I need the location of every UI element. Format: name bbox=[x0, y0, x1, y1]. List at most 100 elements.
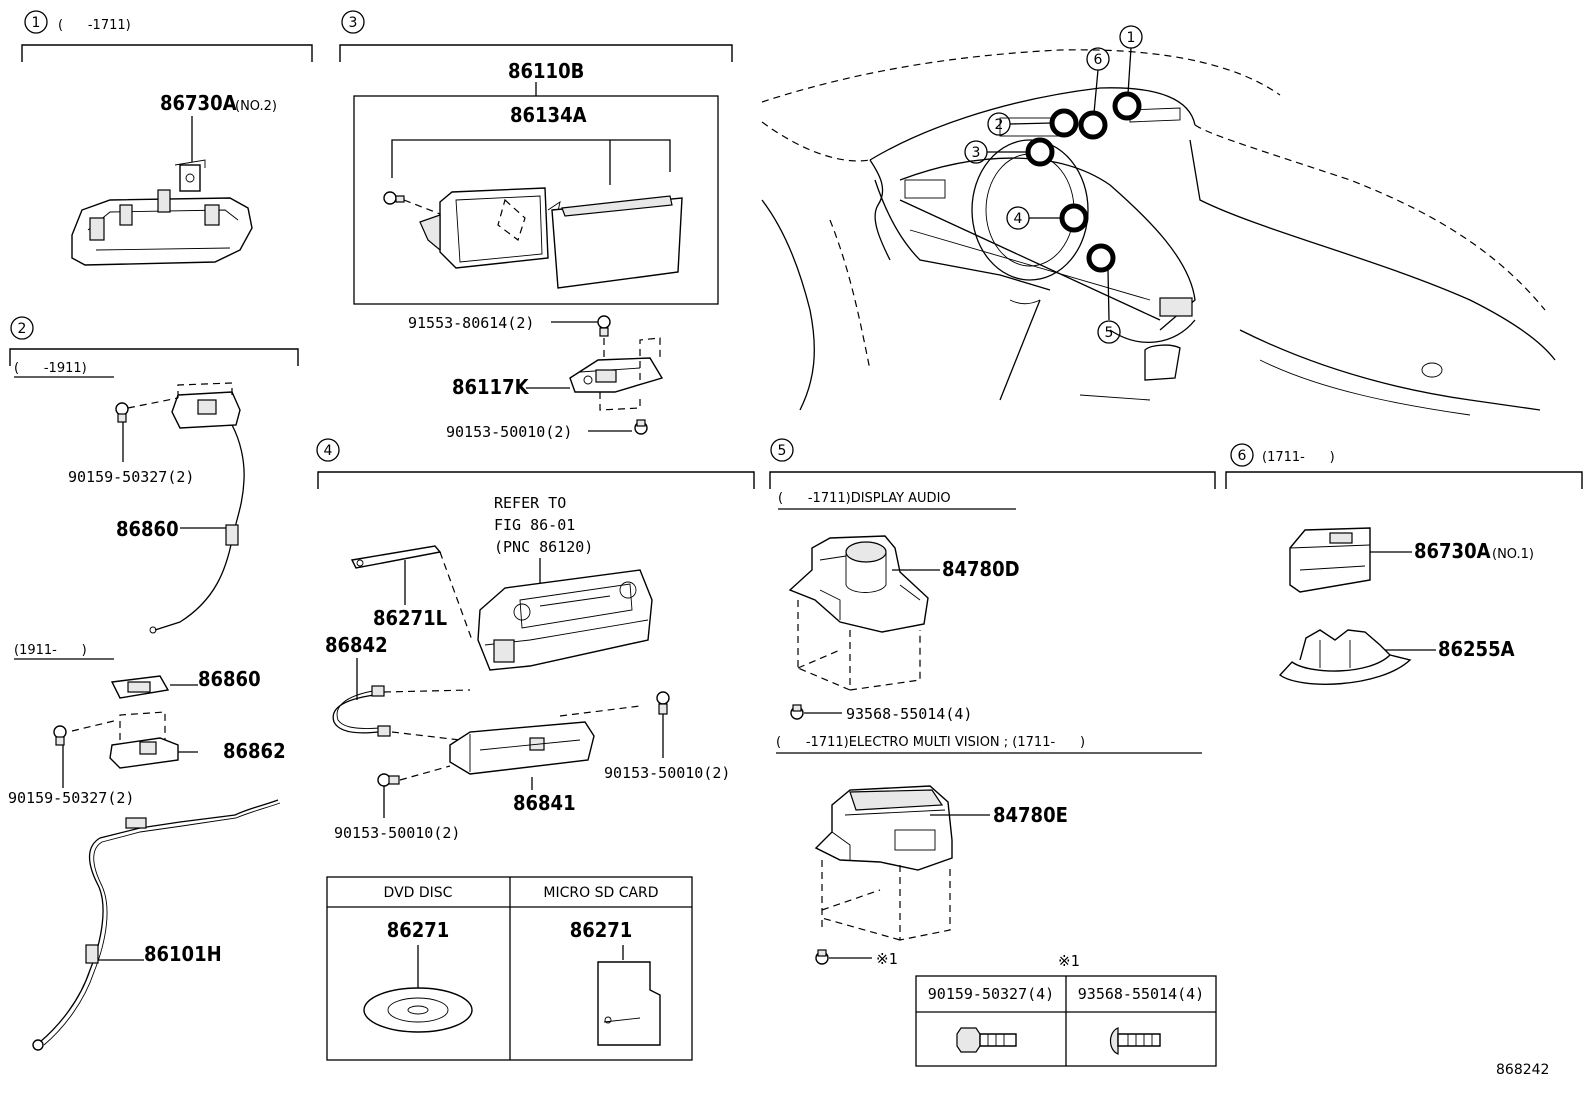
section-5-marker[interactable] bbox=[770, 438, 794, 462]
media-header-sd: MICRO SD CARD bbox=[543, 885, 658, 901]
screw-90153-right-icon bbox=[656, 691, 670, 715]
cable-86842-drawing[interactable] bbox=[332, 685, 391, 737]
dvd-disc-icon bbox=[363, 987, 473, 1033]
overview-callout-6[interactable] bbox=[1086, 47, 1110, 71]
diagram-id: 868242 bbox=[1496, 1062, 1549, 1078]
overview-callout-2-label: 2 bbox=[995, 117, 1004, 133]
section-6-marker[interactable] bbox=[1230, 443, 1254, 467]
overview-callout-3-label: 3 bbox=[972, 145, 981, 161]
refer-line-1: REFER TO bbox=[494, 494, 566, 512]
controller-84780e-drawing[interactable] bbox=[814, 785, 953, 871]
label-90153-50010-s3: 90153-50010(2) bbox=[446, 423, 572, 441]
label-86841: 86841 bbox=[513, 791, 576, 815]
overview-hotspot-1[interactable] bbox=[1112, 91, 1142, 121]
section-2: 2 ( -1911) 90159-50327(2) 86860 (1911- ) bbox=[8, 316, 299, 1051]
section-6: 6 (1711- ) 86730A (NO.1) 86255A bbox=[1225, 443, 1583, 685]
label-90153-50010-left: 90153-50010(2) bbox=[334, 824, 460, 842]
label-86860-upper: 86860 bbox=[116, 517, 179, 541]
jack-86730a-no1-drawing[interactable] bbox=[1289, 527, 1371, 593]
section-2-marker[interactable] bbox=[10, 316, 34, 340]
overview-hotspot-4[interactable] bbox=[1059, 203, 1089, 233]
overview-hotspot-5[interactable] bbox=[1086, 243, 1116, 273]
note-table-title: ※1 bbox=[1058, 952, 1080, 970]
antenna-86860-lower-drawing[interactable] bbox=[110, 675, 170, 699]
overview-callout-3[interactable] bbox=[964, 140, 988, 164]
overview-callout-1[interactable] bbox=[1119, 25, 1143, 49]
section-5-bracket bbox=[769, 471, 1216, 489]
note-table: ※1 90159-50327(4) 93568-55014(4) bbox=[915, 952, 1217, 1067]
section-2-number: 2 bbox=[18, 321, 27, 337]
section-1-qualifier: ( -1711) bbox=[58, 18, 131, 33]
controller-84780d-drawing[interactable] bbox=[788, 535, 929, 633]
section-6-number: 6 bbox=[1238, 448, 1247, 464]
media-header-dvd: DVD DISC bbox=[384, 885, 453, 901]
screw-90159-upper-icon bbox=[115, 402, 129, 423]
label-86271l: 86271L bbox=[373, 606, 447, 630]
label-note1-ref: ※1 bbox=[876, 950, 898, 968]
bracket-86117k-drawing[interactable] bbox=[569, 357, 664, 393]
overview-callout-2[interactable] bbox=[987, 112, 1011, 136]
media-table: DVD DISC MICRO SD CARD 86271 86271 bbox=[326, 876, 693, 1061]
section-6-qualifier: (1711- ) bbox=[1262, 450, 1335, 465]
section-2-qualifier: ( -1911) bbox=[14, 361, 87, 376]
section-4-number: 4 bbox=[324, 443, 333, 459]
label-93568-55014: 93568-55014(4) bbox=[846, 705, 972, 723]
label-86134a: 86134A bbox=[510, 103, 587, 127]
label-86255a: 86255A bbox=[1438, 637, 1515, 661]
cord-86101h-drawing[interactable] bbox=[32, 799, 281, 1051]
audio-head-unit-drawing[interactable] bbox=[477, 569, 653, 671]
label-86730a-no1-note: (NO.1) bbox=[1492, 547, 1534, 562]
overview-callout-4[interactable] bbox=[1006, 206, 1030, 230]
label-86117k: 86117K bbox=[452, 375, 530, 399]
section-5: 5 ( -1711)DISPLAY AUDIO 84780D 93568-550… bbox=[769, 438, 1217, 1067]
display-unit-86134a-drawing[interactable] bbox=[419, 187, 683, 289]
bracket-86730a-no2-drawing[interactable] bbox=[71, 159, 253, 266]
antenna-cord-86860-upper-drawing[interactable] bbox=[149, 391, 245, 634]
section-1: 1 ( -1711) 86730A (NO.2) bbox=[21, 10, 313, 266]
label-86730a-no1: 86730A bbox=[1414, 539, 1491, 563]
section-1-marker[interactable] bbox=[24, 10, 48, 34]
section-5-number: 5 bbox=[778, 443, 787, 459]
label-86730a-no2: 86730A bbox=[160, 91, 237, 115]
overview-callout-5-label: 5 bbox=[1105, 325, 1114, 341]
section-3: 3 86110B 86134A 91553-80614(2) bbox=[339, 10, 733, 441]
section-6-bracket bbox=[1225, 471, 1583, 489]
label-84780d: 84780D bbox=[942, 557, 1020, 581]
cover-86255a-drawing[interactable] bbox=[1278, 629, 1412, 685]
label-86110b: 86110B bbox=[508, 59, 584, 83]
cover-86271l-drawing[interactable] bbox=[350, 545, 442, 569]
label-90159-50327-upper: 90159-50327(2) bbox=[68, 468, 194, 486]
section-2-bracket bbox=[9, 348, 299, 366]
section-1-bracket bbox=[21, 44, 313, 62]
section-5-qualifier: ( -1711)DISPLAY AUDIO bbox=[778, 491, 951, 506]
label-86842: 86842 bbox=[325, 633, 388, 657]
screw-90159-lower-icon bbox=[53, 725, 67, 746]
label-91553-80614: 91553-80614(2) bbox=[408, 314, 534, 332]
section-5-qualifier-2: ( -1711)ELECTRO MULTI VISION ; (1711- ) bbox=[776, 735, 1085, 750]
module-86841-drawing[interactable] bbox=[449, 721, 595, 775]
section-3-marker[interactable] bbox=[341, 10, 365, 34]
refer-line-3: (PNC 86120) bbox=[494, 538, 593, 556]
screw-note1-icon bbox=[815, 949, 829, 965]
overview-callout-4-label: 4 bbox=[1014, 211, 1023, 227]
label-86730a-no2-note: (NO.2) bbox=[235, 99, 277, 114]
overview-callout-5[interactable] bbox=[1097, 320, 1121, 344]
section-4-bracket bbox=[317, 471, 755, 489]
bracket-86862-drawing[interactable] bbox=[109, 737, 179, 769]
overview-callout-6-label: 6 bbox=[1094, 52, 1103, 68]
media-value-dvd: 86271 bbox=[387, 918, 450, 942]
display-assy-box bbox=[353, 95, 719, 305]
section-2-qualifier-2: (1911- ) bbox=[14, 643, 87, 658]
label-86862: 86862 bbox=[223, 739, 286, 763]
note-header-90159: 90159-50327(4) bbox=[928, 985, 1054, 1003]
label-90159-50327-lower: 90159-50327(2) bbox=[8, 789, 134, 807]
screw-display-icon bbox=[383, 191, 405, 205]
overview-hotspot-3[interactable] bbox=[1025, 137, 1055, 167]
bolt-93568-icon bbox=[1109, 1027, 1161, 1055]
overview-hotspot-2[interactable] bbox=[1049, 108, 1079, 138]
media-value-sd: 86271 bbox=[570, 918, 633, 942]
refer-line-2: FIG 86-01 bbox=[494, 516, 575, 534]
overview-hotspot-6[interactable] bbox=[1078, 110, 1108, 140]
section-4-marker[interactable] bbox=[316, 438, 340, 462]
